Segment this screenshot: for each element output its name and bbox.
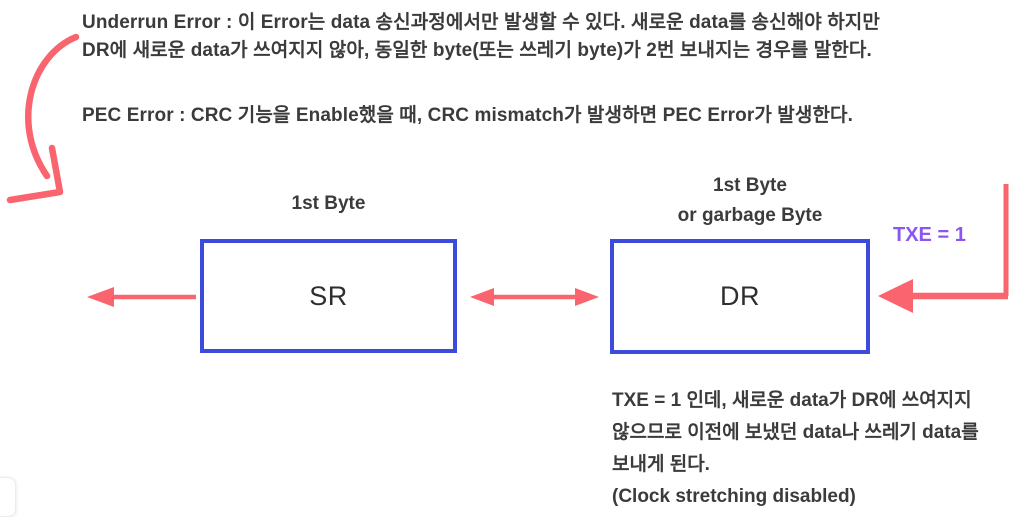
sr-register-label: SR [309, 280, 348, 311]
sr-register-box: SR [200, 239, 457, 353]
explanation-line2: 않으므로 이전에 보냈던 data나 쓰레기 data를 [612, 422, 979, 443]
sr-out-arrow [87, 287, 196, 307]
sr-dr-double-arrow [470, 288, 599, 306]
explanation-line3: 보내게 된다. [612, 454, 710, 475]
underrun-note-line1: Underrun Error : 이 Error는 data 송신과정에서만 발… [82, 12, 880, 33]
underrun-note-line2: DR에 새로운 data가 쓰여지지 않아, 동일한 byte(또는 쓰레기 b… [82, 40, 872, 61]
dr-register-label: DR [720, 281, 760, 311]
underrun-explanation-note: TXE = 1 인데, 새로운 data가 DR에 쓰여지지 않으므로 이전에 … [612, 385, 979, 513]
sr-caption: 1st Byte [291, 193, 366, 214]
dr-register-box: DR [610, 239, 870, 354]
explanation-line4: (Clock stretching disabled) [612, 486, 856, 507]
dr-caption: 1st Byte or garbage Byte [615, 171, 885, 231]
dr-in-arrow [878, 184, 1009, 313]
dr-caption-line2: or garbage Byte [677, 205, 823, 226]
corner-card-sliver [0, 477, 16, 517]
dr-caption-line1: 1st Byte [713, 175, 787, 196]
explanation-line1: TXE = 1 인데, 새로운 data가 DR에 쓰여지지 [612, 390, 972, 411]
pec-note: PEC Error : CRC 기능을 Enable했을 때, CRC mism… [82, 105, 853, 126]
curved-down-arrow [6, 33, 80, 204]
underrun-note: Underrun Error : 이 Error는 data 송신과정에서만 발… [82, 9, 880, 65]
txe-flag-label: TXE = 1 [893, 224, 966, 246]
